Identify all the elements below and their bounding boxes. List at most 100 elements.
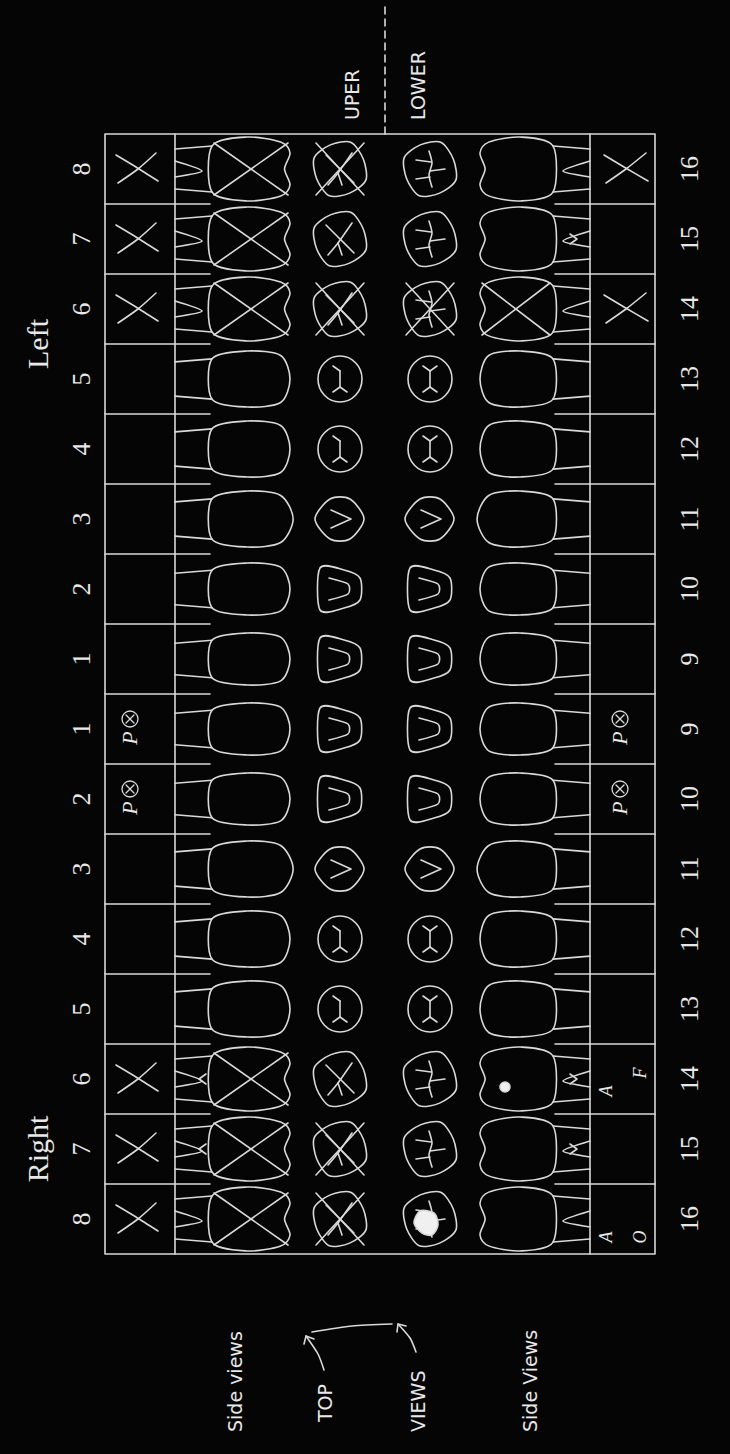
extraction-cross bbox=[316, 283, 364, 335]
occlusal-groove bbox=[331, 860, 351, 878]
tooth-top-view bbox=[407, 706, 451, 753]
circled-x-mark bbox=[122, 781, 138, 797]
tooth-root bbox=[553, 1169, 590, 1172]
occlusal-groove bbox=[430, 947, 437, 952]
tooth-side-view bbox=[208, 491, 293, 547]
extraction-cross bbox=[214, 283, 288, 335]
tooth-root bbox=[175, 780, 212, 783]
tooth-top-view bbox=[403, 211, 456, 266]
tooth-root bbox=[175, 956, 212, 959]
tooth-root bbox=[175, 161, 202, 177]
tooth-root bbox=[563, 1071, 590, 1087]
tooth-root bbox=[553, 1099, 590, 1102]
tooth-top-view bbox=[313, 141, 366, 196]
tooth-top-view bbox=[403, 1051, 456, 1106]
tooth-side-view bbox=[208, 981, 290, 1037]
occlusal-groove bbox=[333, 947, 340, 952]
occlusal-groove bbox=[416, 1157, 430, 1159]
column-divider bbox=[555, 553, 590, 555]
chart-lines bbox=[105, 4, 655, 1370]
tooth-side-view bbox=[480, 563, 556, 615]
gum-mark bbox=[570, 234, 577, 244]
tooth-side-view bbox=[480, 277, 557, 341]
column-divider bbox=[175, 483, 210, 485]
circled-x-mark bbox=[126, 715, 134, 723]
column-divider bbox=[105, 203, 175, 205]
occlusal-groove bbox=[430, 926, 437, 931]
row-label: Side Views bbox=[521, 1330, 540, 1432]
hand-mark: P bbox=[609, 801, 631, 814]
tooth-top-view bbox=[317, 706, 361, 753]
tooth-side-view bbox=[477, 841, 556, 897]
occlusal-groove bbox=[430, 387, 437, 392]
hand-mark: O bbox=[631, 1231, 649, 1244]
extraction-cross bbox=[214, 143, 288, 195]
column-divider bbox=[555, 623, 590, 625]
tooth-number: 13 bbox=[677, 996, 703, 1022]
column-divider bbox=[590, 903, 655, 905]
occlusal-groove bbox=[429, 1061, 432, 1097]
tooth-root bbox=[175, 359, 212, 362]
tooth-root bbox=[175, 231, 202, 247]
pointer-arrow bbox=[397, 1324, 406, 1332]
tooth-root bbox=[553, 710, 590, 713]
tooth-side-view bbox=[480, 911, 556, 967]
tooth-number: 13 bbox=[677, 366, 703, 392]
tooth-number: 4 bbox=[69, 443, 95, 456]
hand-x-mark bbox=[116, 225, 158, 251]
occlusal-groove bbox=[429, 1001, 431, 1017]
tooth-root bbox=[175, 1026, 212, 1029]
occlusal-groove bbox=[430, 1017, 437, 1022]
pointer-arrow bbox=[304, 1336, 314, 1344]
occlusal-groove bbox=[416, 1087, 430, 1089]
upper-lower-divider bbox=[384, 4, 386, 134]
occlusal-groove bbox=[333, 366, 340, 371]
circled-x-mark bbox=[616, 785, 624, 793]
occlusal-groove bbox=[329, 718, 350, 740]
tooth-top-view bbox=[315, 497, 364, 541]
column-divider bbox=[175, 693, 210, 695]
tooth-side-view bbox=[208, 421, 290, 477]
column-divider bbox=[555, 343, 590, 345]
hand-x-mark bbox=[116, 1065, 158, 1091]
occlusal-groove bbox=[423, 387, 430, 392]
row-label: TOP bbox=[316, 1384, 335, 1422]
pointer-arrow bbox=[306, 1336, 324, 1370]
column-divider bbox=[105, 973, 175, 975]
row-label: VIEWS bbox=[409, 1371, 428, 1432]
column-divider bbox=[590, 553, 655, 555]
occlusal-groove bbox=[429, 441, 431, 457]
column-divider bbox=[105, 553, 175, 555]
extraction-cross bbox=[482, 283, 550, 335]
occlusal-groove bbox=[423, 1017, 430, 1022]
pointer-arrow bbox=[398, 1324, 416, 1352]
tooth-root bbox=[175, 466, 212, 469]
tooth-number: 10 bbox=[677, 786, 703, 812]
tooth-number: 14 bbox=[677, 1066, 703, 1092]
tooth-root bbox=[553, 815, 590, 818]
tooth-root bbox=[175, 329, 212, 332]
tooth-root bbox=[553, 886, 590, 889]
tooth-side-view bbox=[480, 703, 556, 755]
tooth-number: 15 bbox=[677, 1136, 703, 1162]
tooth-number: 12 bbox=[677, 436, 703, 462]
gum-mark bbox=[199, 1074, 206, 1084]
tooth-root bbox=[175, 745, 212, 748]
tooth-root bbox=[553, 359, 590, 362]
tooth-root bbox=[553, 675, 590, 678]
column-divider bbox=[555, 693, 590, 695]
tooth-side-view bbox=[480, 1187, 557, 1251]
occlusal-groove bbox=[329, 578, 350, 600]
tooth-root bbox=[175, 1056, 212, 1059]
tooth-root bbox=[563, 161, 590, 177]
occlusal-groove bbox=[430, 1149, 445, 1151]
tooth-top-view bbox=[317, 566, 361, 613]
column-divider bbox=[555, 413, 590, 415]
tooth-number: 8 bbox=[69, 1213, 95, 1226]
tooth-number: 8 bbox=[69, 163, 95, 176]
hand-x-mark bbox=[116, 1205, 158, 1231]
occlusal-groove bbox=[416, 247, 430, 249]
gum-mark bbox=[570, 1074, 577, 1084]
occlusal-groove bbox=[419, 578, 440, 600]
